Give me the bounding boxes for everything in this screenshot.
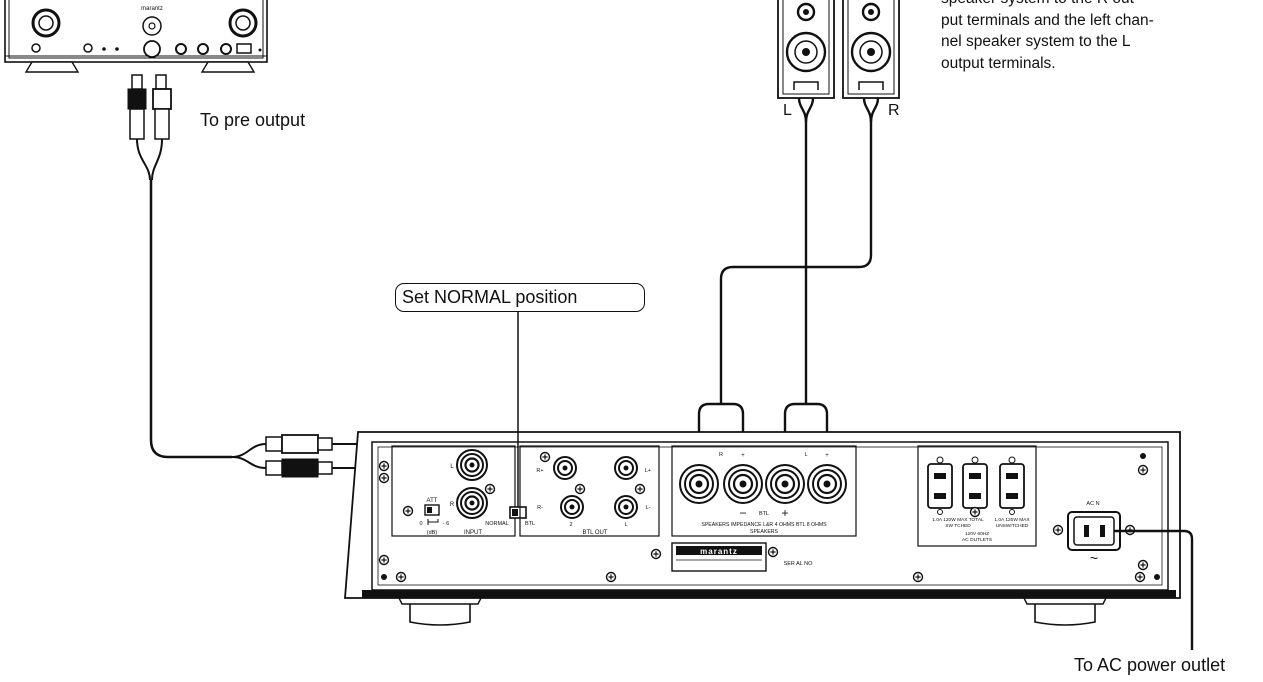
att-zero: 0 [419,521,422,527]
spk-plus: + [781,506,788,520]
pre-output-label: To pre output [200,110,306,130]
ac-voltage: 120V 60HZ [965,531,989,537]
set-normal-callout: Set NORMAL position [395,283,645,312]
ac-spec1a: 1.0A 120W MAX TOTAL [932,517,984,523]
spk-title: SPEAKERS [750,529,779,535]
instruction-note: speaker system to the R out- put termina… [941,0,1154,74]
ac-spec2a: 1.0A 120W MAX [994,517,1030,523]
note-line-1: speaker system to the R out- [941,0,1146,10]
rca-cable [127,74,473,496]
note-line-3: nel speaker system to the L [941,33,1131,50]
btl-lminus: L- [646,505,651,511]
mode-normal-label: NORMAL [485,521,509,527]
speaker-wires [697,97,880,450]
spk-top-plus2: + [825,453,829,459]
speaker-left-label: L [783,102,792,119]
att-unit: (dB) [427,530,438,536]
preamplifier: marantz [4,0,268,73]
ac-spec1b: SW TCHED [945,523,971,529]
btl-rplus: R+ [536,468,543,474]
note-line-4: output terminals. [941,54,1056,72]
att-minus6: - 6 [443,521,449,527]
serial-label: SER AL NO [784,561,814,567]
spk-btl: BTL [759,511,769,517]
speaker-right-label: R [888,102,900,119]
att-label: ATT [427,498,438,504]
spk-impedance: SPEAKERS IMPEDANCE L&R 4 OHMS BTL 8 OHMS [701,522,827,528]
btl-out-label: BTL OUT [582,530,607,536]
btl-numL: L [624,522,627,528]
ac-spec2b: UNSWITCHED [996,523,1029,529]
speaker-left [777,0,835,99]
spk-top-l: L [804,452,807,458]
spk-minus: − [739,506,746,520]
preamp-brand-logo: marantz [141,6,163,12]
rear-brand-logo: marantz [700,547,738,556]
input-ch-r: R [450,502,455,508]
btl-lplus: L+ [645,468,651,474]
btl-num2: 2 [569,522,572,528]
ac-outlets-title: AC OUTLETS [962,537,992,543]
input-ch-l: L [450,464,454,470]
ac-power-label: To AC power outlet [1074,655,1226,675]
spk-top-r: R [719,452,723,458]
speaker-right [842,0,900,99]
input-label: INPUT [464,530,482,536]
note-line-2: put terminals and the left chan- [941,11,1154,29]
spk-top-plus1: + [741,453,745,459]
btl-rminus: R- [537,505,543,511]
power-amplifier-rear: L R ATT 0 - 6 (dB) INPUT NORMAL BTL R+ R… [344,431,1181,626]
ac-inlet-symbol: ~ [1090,550,1098,566]
ac-inlet-label: AC N [1086,501,1099,507]
power-cord [1114,529,1194,650]
mode-btl-label: BTL [525,521,535,527]
